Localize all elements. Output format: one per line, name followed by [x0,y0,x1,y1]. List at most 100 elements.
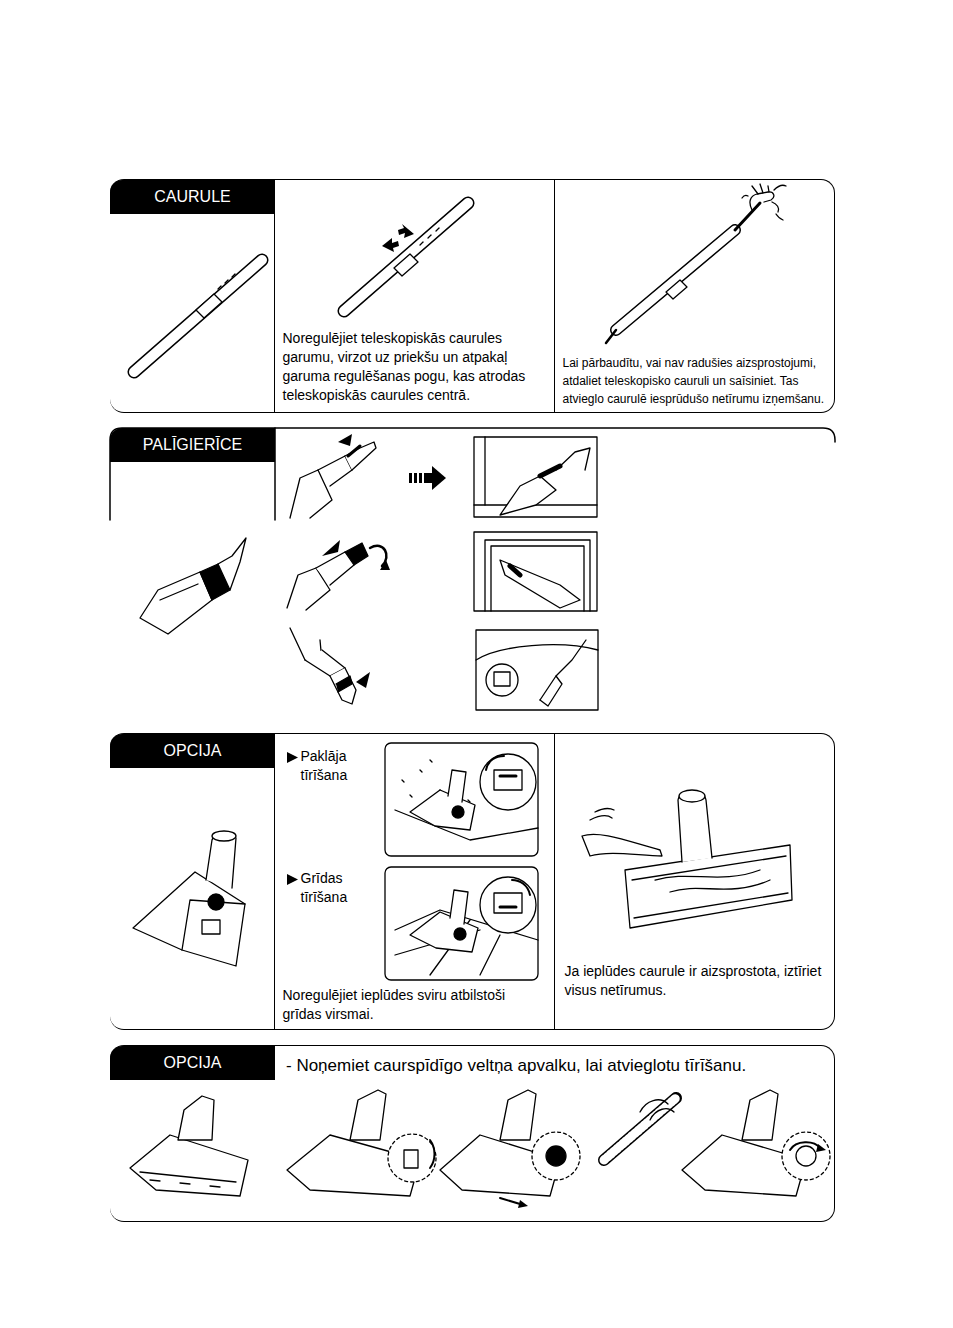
floor-illustration [385,867,538,980]
instruction-cell: Lai pārbaudītu, vai nav radušies aizspro… [554,179,834,413]
brush-cleaning [582,834,662,856]
telescopic-tube [606,330,616,343]
telescopic-tube [134,260,262,372]
option-label: Paklāja tīrīšana [301,747,381,785]
hose-handle [290,434,376,518]
instruction-text: Lai pārbaudītu, vai nav radušies aizspro… [563,354,833,408]
crevice-tool [160,584,198,600]
crevice-tool [218,538,246,590]
direction-arrow [398,224,414,238]
instruction-cell: Noregulējiet teleskopiskās caurules garu… [274,179,554,413]
roller [604,1098,676,1160]
bullet-triangle [287,752,298,885]
brush-cleaning [678,791,712,862]
telescopic-tube [606,203,760,343]
carpet-illustration [500,775,516,778]
usage-frame [500,476,556,515]
section-panel: OPCIJAPaklāja tīrīšanaGrīdas tīrīšanaNor… [110,733,835,1030]
usage-frame [494,672,510,686]
section-heading: PALĪGIERĪCE [110,428,275,462]
floor-illustration [512,880,530,895]
telescopic-tube [394,254,418,276]
hand [742,184,786,220]
turbo-brush-step [388,1134,436,1182]
instruction-cell: Paklāja tīrīšanaGrīdas tīrīšanaNoregulēj… [274,733,554,1030]
turbo-brush-step [440,1090,580,1208]
floor-illustration [454,928,466,940]
hose-handle [290,470,332,518]
floor-brush [206,834,236,888]
carpet-illustration [385,743,538,856]
telescopic-tube [225,280,228,283]
instruction-cell: Ja ieplūdes caurule ir aizsprostota, izt… [554,733,834,1030]
hose-handle [345,543,368,565]
telescopic-tube [735,203,760,230]
direction-arrow [382,224,414,252]
telescopic-tube [616,230,735,330]
direction-arrow [382,238,399,252]
turbo-brush-step [790,1142,820,1150]
hose-handle [322,540,340,556]
direction-arrow [419,473,422,483]
usage-frame [540,676,562,706]
turbo-brush-step [782,1132,830,1180]
hose-handle [336,676,352,692]
usage-frame [540,640,586,700]
floor-brush [212,831,236,841]
section-outline [110,428,835,520]
section-heading: OPCIJA [110,734,275,768]
floor-illustration [385,867,538,980]
usage-frame [510,566,520,575]
usage-frame [485,540,590,611]
turbo-brush-step [796,1146,816,1166]
illustration [110,184,835,1208]
usage-frame [476,630,598,710]
telescopic-tube [436,228,439,231]
floor-illustration [500,906,516,909]
telescopic-tube [344,203,468,311]
carpet-illustration [494,770,522,790]
hose-handle [290,628,370,704]
usage-frame [486,664,518,696]
usage-frame [540,466,560,476]
roller [640,1100,674,1120]
turbo-brush [130,1096,248,1196]
section-outline [110,428,835,520]
instruction-text: - Noņemiet caurspīdīgo veltņa apvalku, l… [286,1055,831,1077]
turbo-brush-step [532,1132,580,1180]
usage-frame [476,645,598,660]
hand [742,195,783,220]
floor-illustration [410,912,478,952]
bullet-triangle [287,874,298,885]
telescopic-tube [232,274,235,277]
carpet-illustration [448,770,466,802]
turbo-brush-step [518,1200,528,1208]
usage-frame [491,546,584,611]
carpet-illustration [486,756,504,770]
turbo-brush-step [546,1146,566,1166]
telescopic-tube [218,286,221,289]
roller [604,1098,676,1160]
hose-handle [318,456,352,486]
hand [750,192,774,210]
hose-handle [356,672,370,688]
instruction-text: Noregulējiet ieplūdes sviru atbilstoši g… [283,986,545,1024]
section-panel: OPCIJA- Noņemiet caurspīdīgo veltņa apva… [110,1045,835,1222]
hand [772,185,786,212]
hose-handle [345,442,376,470]
turbo-brush-step [404,1150,418,1168]
turbo-brush-step [500,1198,520,1204]
section-heading: CAURULE [110,180,275,214]
brush-cleaning [590,809,614,820]
turbo-brush [130,1135,248,1196]
carpet-illustration [480,754,536,810]
usage-frame [500,560,580,608]
usage-frame [474,532,597,611]
instruction-text: Ja ieplūdes caurule ir aizsprostota, izt… [565,962,827,1000]
telescopic-tube [420,242,423,245]
hose-handle [370,546,386,566]
usage-frame [474,532,597,611]
turbo-brush-step [350,1090,386,1140]
hose-handle [287,540,390,610]
